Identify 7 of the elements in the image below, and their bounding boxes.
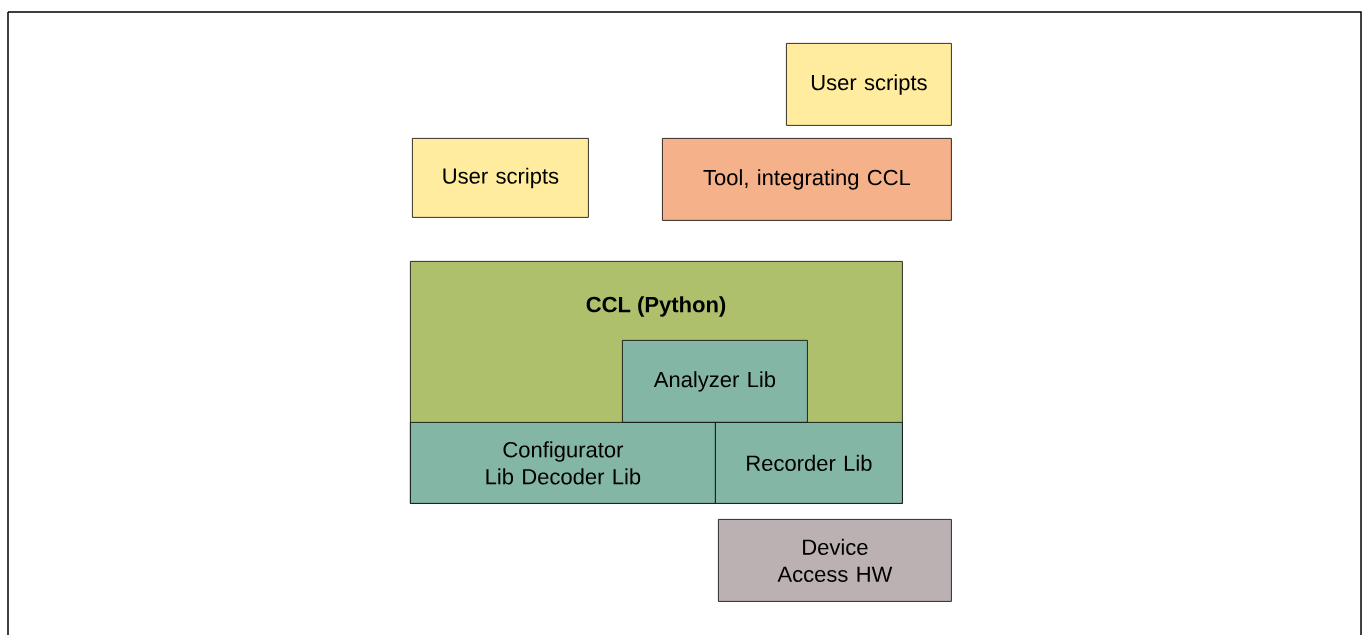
script-box: User scripts	[412, 138, 589, 218]
library-box: Recorder Lib	[715, 422, 903, 504]
library-box: Analyzer Lib	[622, 340, 808, 423]
device-box: Device Access HW	[718, 519, 952, 602]
script-box: User scripts	[786, 43, 952, 126]
tool-box: Tool, integrating CCL	[662, 138, 952, 221]
library-box: Configurator Lib Decoder Lib	[410, 422, 716, 504]
